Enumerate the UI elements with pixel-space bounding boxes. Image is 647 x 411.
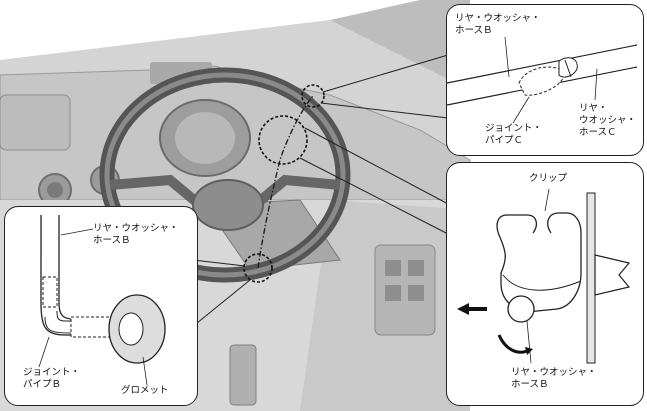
window-switch-panel [374, 244, 436, 336]
air-vent-left-center [47, 182, 63, 198]
leader-hose-b-left [60, 228, 94, 236]
leader-hose-b [504, 36, 510, 78]
center-display [0, 94, 71, 151]
detail-circle-middle [258, 115, 308, 165]
label-grommet: グロメット [121, 385, 169, 396]
pull-arrow [457, 303, 487, 315]
leader-right-1 [304, 127, 451, 206]
a-pillar [330, 0, 470, 90]
hose-connection-drawing [447, 36, 638, 124]
rear-washer-hose-route [257, 95, 314, 269]
leader-clip [544, 188, 550, 212]
hose-b-outline-1 [40, 215, 109, 336]
label-hose-b-top: リヤ・ウオッシャ・ ホースＢ [455, 13, 541, 36]
label-hose-b-right: リヤ・ウオッシャ・ ホースＢ [511, 367, 597, 390]
hose-b-section [507, 295, 535, 323]
gauge [175, 112, 235, 164]
leader-joint-b [38, 336, 50, 368]
leader-hose-c [594, 68, 598, 101]
clip-drawing [457, 188, 631, 364]
leader-right-2 [299, 157, 451, 236]
grommet-drawing [38, 215, 166, 386]
detail-panel-right: クリップ リヤ・ウオッシャ・ ホースＢ [446, 162, 644, 406]
detail-circle-bottom [243, 253, 273, 283]
clip-pin [594, 254, 631, 296]
leader-top-1 [322, 54, 449, 93]
clip-inner [502, 274, 582, 291]
detail-panel-left: リヤ・ウオッシャ・ ホースＢ ジョイント・ パイプＢ グロメット [4, 206, 198, 406]
window-switch-2 [408, 260, 424, 276]
panel-wall [586, 192, 596, 364]
window-switch-4 [408, 285, 424, 301]
label-hose-c: リヤ・ ウオッシャ・ ホースＣ [579, 103, 637, 138]
detail-panel-top-right: リヤ・ウオッシャ・ ホースＢ ジョイント・ パイプＣ リヤ・ ウオッシャ・ ホー… [446, 4, 644, 156]
joint-pipe-b-upper [42, 276, 58, 308]
label-clip: クリップ [529, 173, 568, 184]
leader-grommet [142, 356, 148, 386]
label-joint-pipe-b: ジョイント・ パイプＢ [23, 367, 81, 390]
leader-top-2 [320, 102, 449, 119]
hose-ring [564, 59, 572, 78]
steering-wheel-rim-highlight [104, 72, 346, 278]
clip-body [496, 212, 582, 312]
rotate-arrow [497, 334, 528, 354]
window-switch-3 [385, 285, 401, 301]
joint-pipe-b-lower [70, 316, 112, 338]
hose-b-upper-edge [447, 44, 638, 84]
detail-circle-top [301, 84, 325, 108]
steering-hub [192, 179, 264, 231]
window-switch-1 [385, 260, 401, 276]
leader-hose-b-right [526, 320, 532, 364]
grommet-hole [118, 312, 144, 346]
joint-pipe-c-shape [518, 66, 566, 96]
label-hose-b-left: リヤ・ウオッシャ・ ホースＢ [93, 223, 179, 246]
leader-joint-c [512, 96, 530, 124]
label-joint-pipe-c: ジョイント・ パイプＣ [485, 123, 543, 146]
pedal [229, 344, 257, 406]
rotate-arrowhead [525, 347, 533, 355]
